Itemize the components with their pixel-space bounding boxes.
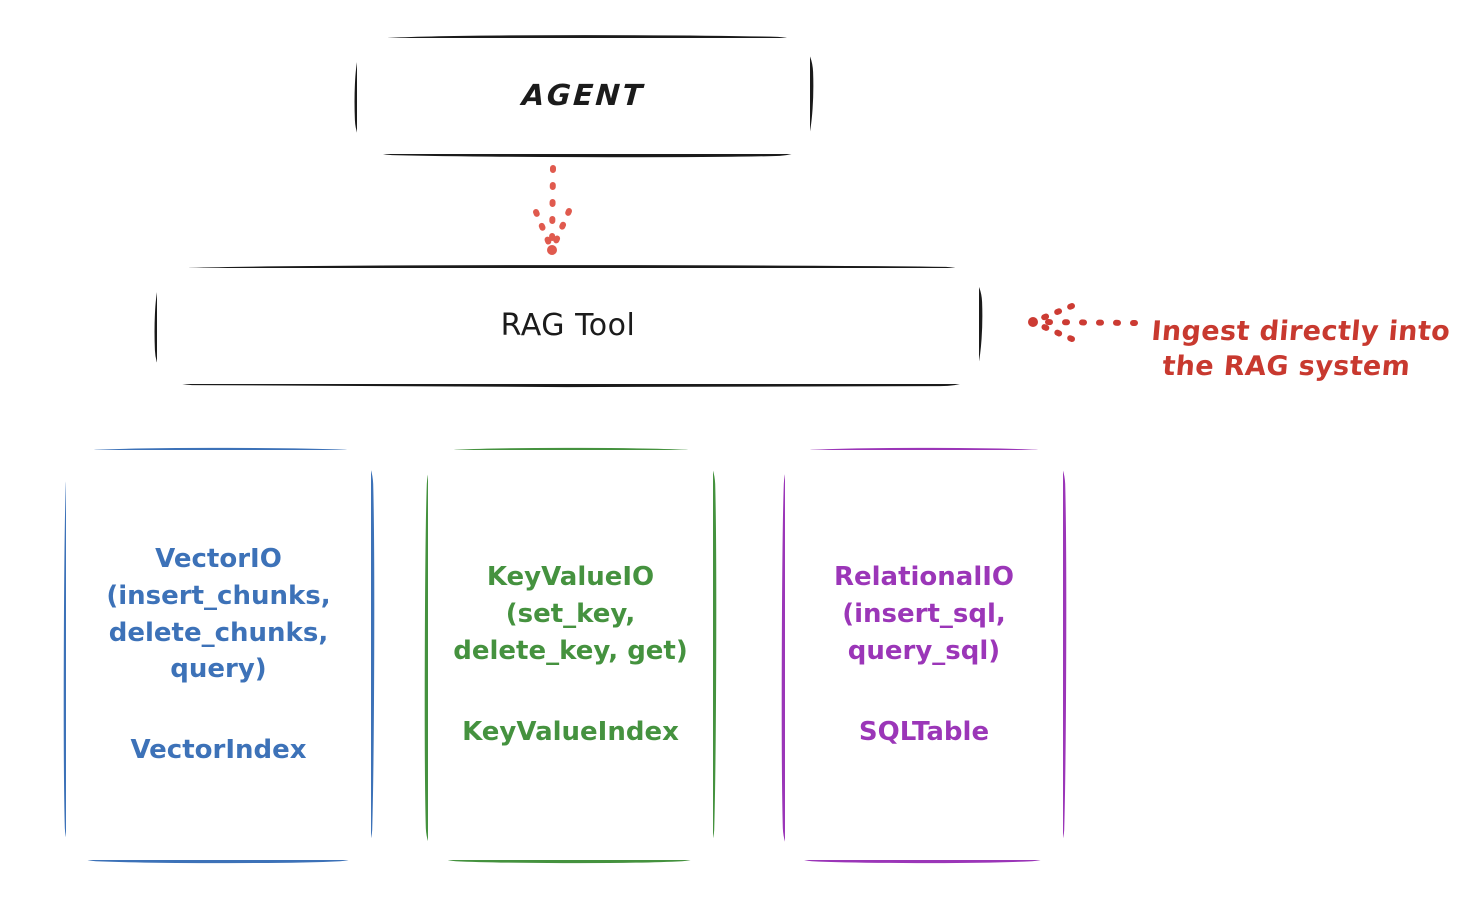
node-rag-tool[interactable]: RAG Tool xyxy=(157,268,979,384)
key-value-io-api-label: KeyValueIO (set_key, delete_key, get) xyxy=(453,562,688,666)
ingest-arrow xyxy=(1028,303,1138,342)
agent-to-rag-tool-arrow xyxy=(533,165,572,255)
node-agent[interactable]: AGENT xyxy=(357,38,810,154)
key-value-io-index-label: KeyValueIndex xyxy=(462,716,679,747)
ingest-annotation-line2: the RAG system xyxy=(1161,351,1412,383)
node-vector-io[interactable]: VectorIO (insert_chunks, delete_chunks, … xyxy=(66,450,371,860)
ingest-annotation: Ingest directly into the RAG system xyxy=(1144,278,1484,421)
ingest-annotation-line1: Ingest directly into xyxy=(1150,315,1452,347)
agent-label: AGENT xyxy=(521,78,647,113)
rag-tool-label: RAG Tool xyxy=(500,307,636,343)
relational-io-api-label: RelationalIO (insert_sql, query_sql) xyxy=(833,562,1015,666)
node-key-value-io[interactable]: KeyValueIO (set_key, delete_key, get) Ke… xyxy=(428,450,713,860)
vector-io-api-label: VectorIO (insert_chunks, delete_chunks, … xyxy=(106,543,331,685)
relational-io-index-label: SQLTable xyxy=(858,716,990,747)
vector-io-index-label: VectorIndex xyxy=(130,735,307,766)
node-relational-io[interactable]: RelationalIO (insert_sql, query_sql) SQL… xyxy=(785,450,1063,860)
